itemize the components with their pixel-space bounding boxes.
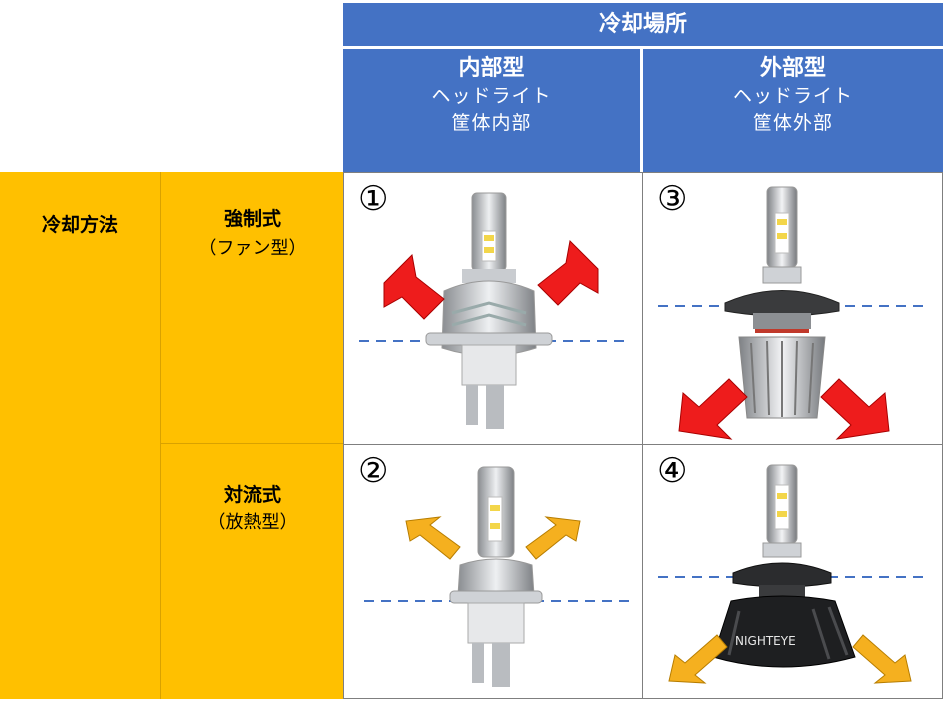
convection-title: 対流式 <box>223 484 281 506</box>
internal-type-header: 内部型 ヘッドライト 筐体内部 <box>343 49 640 172</box>
brand-logo-text: NIGHTEYE <box>735 634 796 648</box>
cell-internal-forced: ① <box>343 172 643 445</box>
convection-sub: （放熱型） <box>207 512 298 533</box>
cooling-method-cell: 冷却方法 <box>0 172 160 699</box>
cell-internal-convection: ② <box>343 444 643 699</box>
fan-bulb-external-illustration <box>658 186 928 440</box>
cell-external-convection: NIGHTEYE ④ <box>642 444 943 699</box>
cell-number: ① <box>358 179 389 219</box>
forced-sub: （ファン型） <box>198 238 307 259</box>
external-type-header: 外部型 ヘッドライト 筐体外部 <box>643 49 943 172</box>
fan-bulb-internal-illustration <box>359 192 629 429</box>
heatsink-bulb-external-illustration: NIGHTEYE <box>658 464 928 684</box>
forced-row-header: 強制式 （ファン型） <box>160 172 343 444</box>
cell-external-forced: ③ <box>642 172 943 445</box>
external-type-line2: 筐体外部 <box>752 112 833 134</box>
hot-air-arrow-left <box>678 378 748 440</box>
hot-air-arrow-right <box>820 378 890 440</box>
heat-arrow-left <box>405 516 461 560</box>
convection-row-header: 対流式 （放熱型） <box>160 444 343 699</box>
internal-type-line1: ヘッドライト <box>431 85 552 107</box>
cell-number: ② <box>358 451 389 491</box>
cell-number: ④ <box>657 451 688 491</box>
forced-title: 強制式 <box>223 208 281 230</box>
external-type-title: 外部型 <box>759 56 826 81</box>
cooling-location-header: 冷却場所 <box>343 3 943 46</box>
external-type-line1: ヘッドライト <box>732 85 853 107</box>
internal-type-title: 内部型 <box>458 56 525 81</box>
heatsink-bulb-internal-illustration <box>364 466 629 687</box>
cooling-method-label: 冷却方法 <box>41 214 118 236</box>
hot-air-arrow-left <box>383 253 445 320</box>
cell-number: ③ <box>657 179 688 219</box>
heat-arrow-right <box>852 634 912 684</box>
hot-air-arrow-right <box>537 239 599 306</box>
heat-arrow-left <box>668 634 728 684</box>
heat-arrow-right <box>525 516 581 560</box>
internal-type-line2: 筐体内部 <box>451 112 532 134</box>
